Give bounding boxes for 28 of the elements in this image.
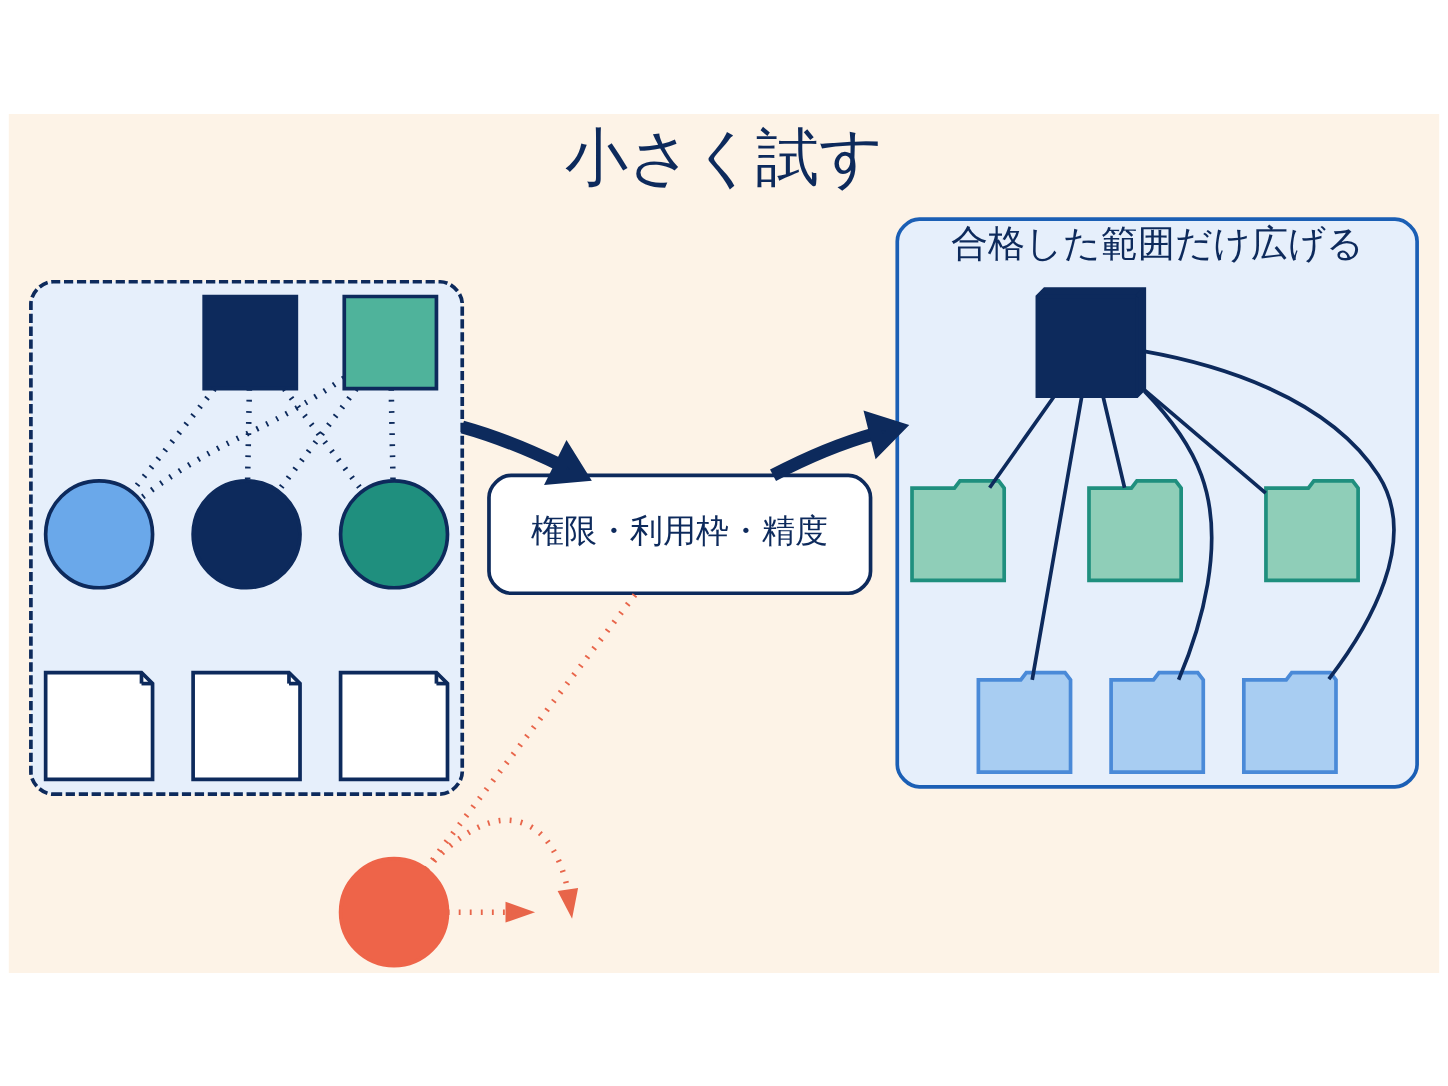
node-folder <box>1264 478 1360 582</box>
node-folder <box>1109 670 1206 774</box>
connector <box>1101 395 1127 488</box>
node-box <box>342 294 439 390</box>
node-person <box>338 478 450 590</box>
node-person <box>43 478 155 590</box>
node-folder <box>910 478 1007 582</box>
node-person <box>191 478 302 590</box>
node-circle <box>338 856 450 967</box>
connector <box>1030 395 1084 680</box>
node-box <box>202 294 299 390</box>
arrow <box>770 410 910 481</box>
node-folder <box>1087 478 1183 582</box>
cluster: 合格した範囲だけ広げる <box>895 216 1419 789</box>
node-folder <box>1241 670 1338 774</box>
connector <box>1143 389 1214 680</box>
cluster <box>29 279 465 796</box>
connector <box>388 388 396 480</box>
arrow <box>424 817 579 919</box>
node-box: 権限・利用枠・精度 <box>487 472 873 595</box>
node-folder <box>976 670 1073 774</box>
connector <box>244 388 253 480</box>
arrow <box>447 901 536 922</box>
connector <box>1144 349 1396 680</box>
arrow <box>460 420 592 485</box>
connector <box>1143 388 1267 494</box>
diagram-title: 小さく試す <box>565 120 883 194</box>
connector <box>423 591 638 870</box>
